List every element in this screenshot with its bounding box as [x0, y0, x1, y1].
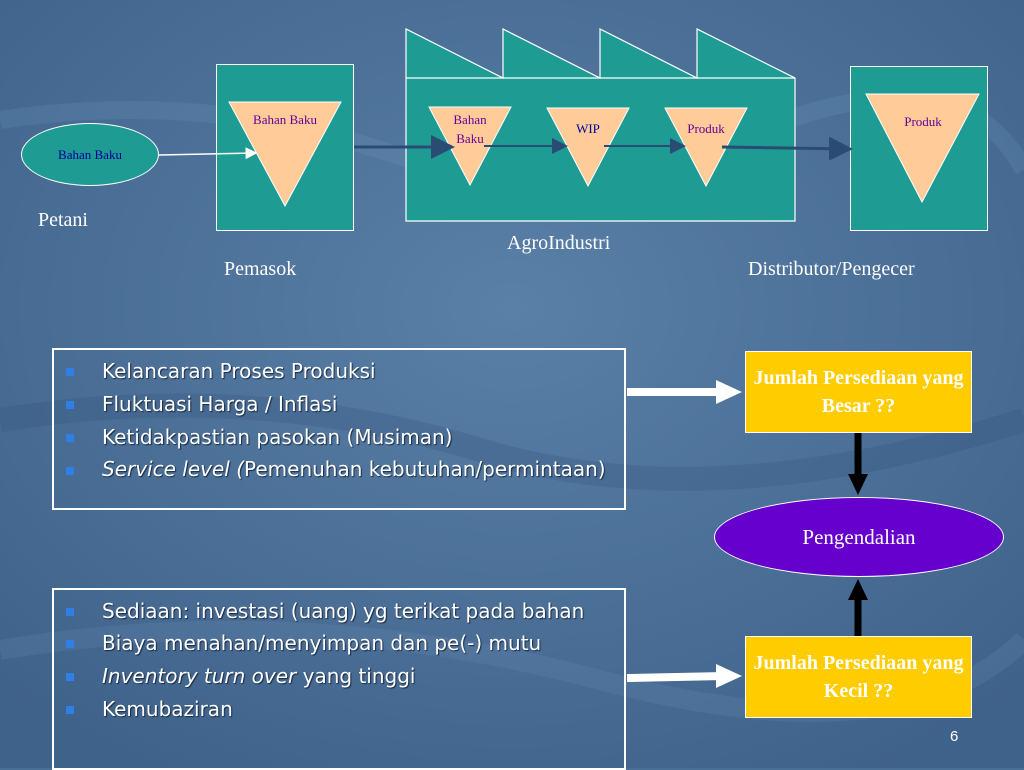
agro-triangle-wip-label: WIP: [576, 121, 600, 136]
arrow-agro-to-distributor: [721, 136, 853, 161]
bullet-square-icon: [66, 706, 74, 714]
costs-list: Sediaan: investasi (uang) yg terikat pad…: [54, 598, 624, 723]
list-item: Sediaan: investasi (uang) yg terikat pad…: [54, 598, 624, 624]
list-item: Ketidakpastian pasokan (Musiman): [54, 424, 624, 451]
arrow-petani-to-pemasok: [158, 147, 258, 160]
distributor-caption: Distributor/Pengecer: [748, 258, 915, 280]
arrow-small-to-control: [848, 579, 868, 636]
petani-ellipse: Bahan Baku: [21, 123, 159, 186]
arrow-costs-to-small: [626, 664, 742, 688]
agro-triangle-produk-label: Produk: [687, 121, 725, 136]
bullet-square-icon: [66, 640, 74, 648]
bullet-square-icon: [66, 368, 74, 376]
petani-ellipse-label: Bahan Baku: [58, 146, 122, 162]
small-inventory-box: Jumlah Persediaan yang Kecil ??: [745, 636, 972, 718]
list-item: Fluktuasi Harga / Inflasi: [54, 391, 624, 418]
control-ellipse: Pengendalian: [714, 497, 1004, 577]
pemasok-caption: Pemasok: [224, 258, 297, 280]
list-item: Kemubaziran: [54, 696, 624, 723]
list-item: Service level (Pemenuhan kebutuhan/permi…: [54, 457, 624, 482]
small-inventory-label: Jumlah Persediaan yang Kecil ??: [753, 652, 964, 702]
factors-list: Kelancaran Proses Produksi Fluktuasi Har…: [54, 358, 624, 482]
slide-number: 6: [950, 728, 959, 745]
list-item: Biaya menahan/menyimpan dan pe(-) mutu: [54, 630, 624, 657]
bullet-square-icon: [66, 434, 74, 442]
arrow-large-to-control: [848, 433, 868, 495]
list-item: Kelancaran Proses Produksi: [54, 358, 624, 385]
bullet-square-icon: [66, 467, 74, 475]
agroindustri-caption: AgroIndustri: [507, 232, 611, 254]
petani-caption: Petani: [38, 209, 88, 231]
bullet-square-icon: [66, 673, 74, 681]
bullet-square-icon: [66, 401, 74, 409]
factors-list-box: Kelancaran Proses Produksi Fluktuasi Har…: [52, 348, 626, 510]
distributor-triangle-label: Produk: [904, 114, 942, 129]
bullet-square-icon: [66, 608, 74, 616]
agro-triangle-bahan-baku-label: Bahan Baku: [453, 112, 487, 146]
pemasok-triangle-label: Bahan Baku: [253, 112, 317, 127]
arrow-factors-to-large: [627, 380, 742, 404]
large-inventory-label: Jumlah Persediaan yang Besar ??: [753, 367, 964, 417]
list-item: Inventory turn over yang tinggi: [54, 663, 624, 690]
flow-arrows: [158, 135, 853, 161]
control-label: Pengendalian: [802, 524, 916, 549]
distributor-triangle: [865, 93, 980, 203]
large-inventory-box: Jumlah Persediaan yang Besar ??: [745, 351, 972, 433]
